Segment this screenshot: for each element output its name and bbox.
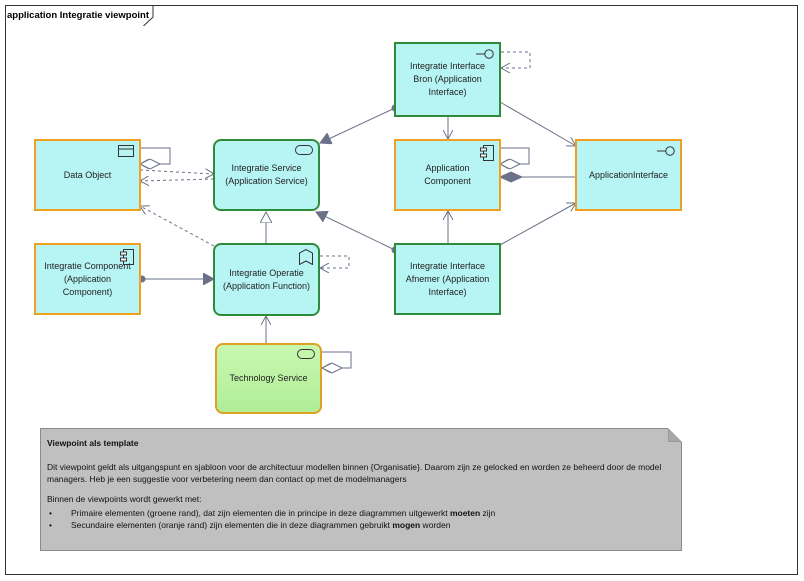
service-icon bbox=[297, 349, 315, 359]
edge-bron-appinterface bbox=[499, 101, 576, 146]
node-data-object[interactable]: Data Object bbox=[34, 139, 141, 211]
data-object-icon bbox=[118, 145, 134, 157]
node-integratie-component[interactable]: Integratie Component (Application Compon… bbox=[34, 243, 141, 315]
node-application-interface[interactable]: ApplicationInterface bbox=[575, 139, 682, 211]
self-loop-bron bbox=[501, 51, 531, 68]
node-label: Integratie Operatie (Application Functio… bbox=[222, 267, 311, 291]
note-bullet-1: Primaire elementen (groene rand), dat zi… bbox=[47, 507, 675, 519]
aggregation-diamond-data bbox=[138, 158, 162, 170]
function-icon bbox=[299, 249, 313, 265]
note-fold-corner bbox=[668, 428, 682, 442]
composition-diamond bbox=[498, 171, 524, 183]
viewpoint-note[interactable]: Viewpoint als template Dit viewpoint gel… bbox=[40, 428, 682, 551]
edge-afnemer-appinterface bbox=[499, 203, 576, 246]
node-label: Integratie Interface Afnemer (Applicatio… bbox=[405, 260, 490, 297]
self-loop-operatie bbox=[320, 255, 350, 268]
edge-operatie-data bbox=[140, 206, 215, 247]
service-icon bbox=[295, 145, 313, 155]
component-icon bbox=[120, 249, 134, 265]
node-integratie-service[interactable]: Integratie Service (Application Service) bbox=[213, 139, 320, 211]
node-label: Integratie Interface Bron (Application I… bbox=[409, 61, 486, 97]
node-integratie-interface-bron[interactable]: Integratie Interface Bron (Application I… bbox=[394, 42, 501, 117]
node-integratie-operatie[interactable]: Integratie Operatie (Application Functio… bbox=[213, 243, 320, 316]
node-integratie-interface-afnemer[interactable]: Integratie Interface Afnemer (Applicatio… bbox=[394, 243, 501, 315]
component-icon bbox=[480, 145, 494, 161]
diagram-frame bbox=[5, 5, 798, 575]
aggregation-diamond-component bbox=[498, 158, 522, 170]
note-paragraph-1: Dit viewpoint geldt als uitgangspunt en … bbox=[47, 462, 662, 484]
note-list: Primaire elementen (groene rand), dat zi… bbox=[47, 507, 675, 531]
interface-icon bbox=[657, 146, 675, 156]
node-label: Integratie Service (Application Service) bbox=[225, 163, 308, 186]
note-bullet-2: Secundaire elementen (oranje rand) zijn … bbox=[47, 519, 675, 531]
node-application-component[interactable]: Application Component bbox=[394, 139, 501, 211]
node-label: Application Component bbox=[424, 163, 471, 186]
interface-icon bbox=[476, 49, 494, 59]
node-technology-service[interactable]: Technology Service bbox=[215, 343, 322, 414]
aggregation-diamond-tech bbox=[320, 362, 344, 374]
node-label: Data Object bbox=[63, 169, 112, 180]
node-label: ApplicationInterface bbox=[588, 169, 669, 180]
edge-data-service-1 bbox=[139, 170, 214, 174]
node-label: Technology Service bbox=[229, 373, 308, 383]
frame-title-tab bbox=[5, 5, 154, 26]
frame-title: application Integratie viewpoint bbox=[7, 10, 149, 21]
note-title: Viewpoint als template bbox=[47, 438, 139, 448]
edge-data-service-2 bbox=[140, 179, 215, 181]
node-label: Integratie Component (Application Compon… bbox=[44, 260, 131, 297]
edge-afnemer-service bbox=[316, 212, 395, 250]
edge-bron-service bbox=[320, 108, 395, 143]
note-paragraph-2: Binnen de viewpoints wordt gewerkt met: bbox=[47, 494, 202, 504]
